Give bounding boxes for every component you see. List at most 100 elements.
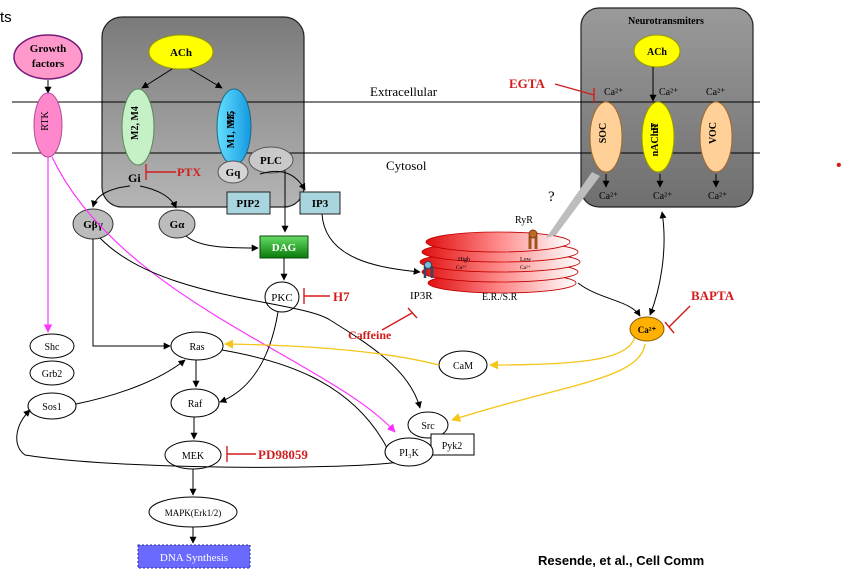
ach-left-label: ACh bbox=[170, 47, 192, 59]
dna-synthesis-node bbox=[137, 544, 251, 569]
raf-label: Raf bbox=[188, 399, 203, 410]
ip3r-channel-icon bbox=[423, 266, 434, 278]
soc-node bbox=[589, 101, 623, 173]
er-high-label: High bbox=[458, 257, 470, 263]
bullet-mark: • bbox=[836, 157, 842, 174]
soc-label: SOC bbox=[598, 123, 609, 144]
grb2-node bbox=[29, 360, 75, 386]
gbg-to-ras-arrow bbox=[92, 239, 171, 350]
ca-int-3: Ca²⁺ bbox=[708, 191, 727, 202]
mapk-label: MAPK(Erk1/2) bbox=[165, 508, 222, 518]
ga-node bbox=[158, 209, 196, 239]
ip3-to-ip3r-arrow bbox=[321, 213, 421, 275]
growth-factors-node bbox=[13, 34, 83, 80]
ip3-node bbox=[299, 191, 341, 215]
er-to-ca-arrow bbox=[577, 282, 641, 317]
m1m3m5-label-2: M5 bbox=[226, 111, 237, 125]
voc-node bbox=[699, 101, 733, 173]
caffeine-line bbox=[381, 312, 413, 331]
h7-inhibitor-label: H7 bbox=[333, 289, 350, 304]
pkc-label: PKC bbox=[271, 292, 292, 304]
ras-node bbox=[170, 331, 224, 361]
ach-to-m1m3m5-arrow bbox=[189, 68, 223, 89]
plc-label: PLC bbox=[260, 155, 282, 167]
pi3k-node bbox=[384, 437, 434, 467]
bapta-bar bbox=[664, 321, 675, 334]
cam-label: CaM bbox=[453, 361, 473, 372]
er-low-label: Low bbox=[520, 257, 532, 263]
pyk2-label: Pyk2 bbox=[442, 441, 463, 452]
raf-node bbox=[170, 388, 220, 418]
cytosol-label: Cytosol bbox=[386, 158, 427, 173]
ca-int-1: Ca²⁺ bbox=[599, 191, 618, 202]
m2m4-label: M2, M4 bbox=[130, 106, 141, 140]
gbg-label: Gβγ bbox=[83, 219, 103, 231]
egta-inhibitor-label: EGTA bbox=[509, 76, 545, 91]
ca-to-cam-arrow bbox=[489, 335, 636, 370]
pi3k-to-ras-arrow bbox=[221, 349, 393, 454]
nachr-label-1: nAChR bbox=[650, 123, 661, 157]
gq-label: Gq bbox=[226, 167, 242, 179]
ga-to-dag-arrow bbox=[185, 235, 259, 252]
ip3r-head-icon bbox=[424, 261, 432, 269]
growth-factors-label-2: factors bbox=[32, 58, 65, 70]
extracellular-label: Extracellular bbox=[370, 84, 438, 99]
pi3k-to-sos1-arrow bbox=[16, 409, 401, 468]
mek-label: MEK bbox=[182, 451, 205, 462]
ach-right-label: ACh bbox=[647, 47, 667, 58]
dna-synthesis-label: DNA Synthesis bbox=[160, 552, 228, 564]
pyk2-node bbox=[430, 433, 475, 456]
plc-to-ip3-arrow bbox=[259, 170, 306, 191]
pip2-label: PIP2 bbox=[236, 198, 260, 210]
egta-line bbox=[554, 83, 595, 96]
ga-label: Gα bbox=[170, 219, 186, 231]
question-mark: ? bbox=[548, 189, 555, 205]
sos1-label: Sos1 bbox=[42, 402, 61, 413]
er-sr-label: E.R./S.R bbox=[482, 292, 518, 303]
bapta-inhibitor-label: BAPTA bbox=[691, 288, 735, 303]
ca-center-label: Ca²⁺ bbox=[638, 325, 657, 335]
shc-label: Shc bbox=[45, 342, 61, 353]
ca-center-node bbox=[629, 316, 665, 342]
plc-node bbox=[248, 146, 294, 174]
ip3-label: IP3 bbox=[312, 198, 329, 210]
m2m4-node bbox=[121, 88, 155, 166]
ryr-channel-icon bbox=[528, 236, 538, 249]
pd98059-inhibitor-label: PD98059 bbox=[258, 447, 308, 462]
caffeine-bar bbox=[407, 307, 418, 319]
gi-to-gbg-arrow bbox=[91, 185, 131, 208]
citation-text: Resende, et al., Cell Comm bbox=[538, 553, 704, 568]
ras-label: Ras bbox=[190, 342, 205, 353]
ryr-head-icon bbox=[528, 229, 538, 239]
ryr-label: RyR bbox=[515, 215, 533, 226]
neurotransmitters-label: Neurotransmiters bbox=[628, 16, 704, 27]
pkc-to-raf-arrow bbox=[219, 311, 279, 403]
grb2-label: Grb2 bbox=[42, 369, 63, 380]
ca-ext-1: Ca²⁺ bbox=[604, 87, 623, 98]
m1m3m5-label-1: M1, M3, bbox=[226, 111, 237, 148]
ca-ext-2: Ca²⁺ bbox=[659, 87, 678, 98]
nachr-node bbox=[641, 101, 675, 173]
ach-right-node bbox=[633, 34, 681, 68]
rtk-label: RTK bbox=[40, 111, 51, 131]
sos1-to-ras-arrow bbox=[75, 359, 186, 405]
growth-factors-label-1: Growth bbox=[30, 43, 66, 55]
dag-label: DAG bbox=[272, 242, 297, 254]
cam-to-ras-arrow bbox=[224, 339, 440, 366]
pi3k-label: PI₃K bbox=[399, 448, 419, 459]
er-high-ca-label: Ca²⁺ bbox=[456, 264, 467, 271]
pip2-node bbox=[226, 191, 271, 215]
gbg-to-src-arrow bbox=[99, 237, 422, 409]
soc-ryr-wedge bbox=[546, 172, 600, 238]
src-node bbox=[407, 411, 449, 439]
gq-node bbox=[217, 160, 249, 184]
ca-bidirectional-arrow bbox=[649, 211, 667, 316]
ca-int-2: Ca²⁺ bbox=[653, 191, 672, 202]
caffeine-inhibitor-label: Caffeine bbox=[348, 328, 392, 342]
ca-ext-3: Ca²⁺ bbox=[706, 87, 725, 98]
gi-to-ga-arrow bbox=[139, 185, 177, 209]
nachr-label-2: α7 bbox=[650, 123, 661, 134]
bapta-line bbox=[668, 305, 691, 328]
